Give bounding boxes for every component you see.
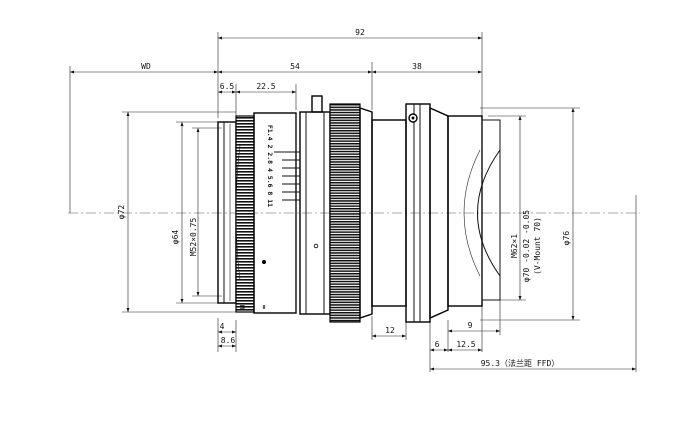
dim-diameter-72: φ72 xyxy=(117,205,126,220)
dim-body-length: 54 xyxy=(290,62,300,71)
dim-flange-6: 6 xyxy=(435,340,440,349)
dim-mount-diameter: φ70 -0.02 -0.05 xyxy=(522,210,531,282)
focus-index-dot xyxy=(262,260,266,264)
dim-working-distance: WD xyxy=(141,62,151,71)
dim-overall-length: 92 xyxy=(355,28,365,37)
infinity-mark: ∞ xyxy=(260,305,268,309)
dim-front-depth: 8.6 xyxy=(221,336,236,345)
dim-rear-depth: 9 xyxy=(468,321,473,330)
lock-screw xyxy=(311,95,323,113)
dim-mount-section: 38 xyxy=(412,62,422,71)
lens-body xyxy=(217,95,501,323)
dim-filter-thread: M52×0.75 xyxy=(189,218,198,257)
dim-mount-thread: M62×1 xyxy=(510,234,519,258)
dim-flange-12-5: 12.5 xyxy=(456,340,475,349)
dim-mount-name: (V-Mount 70) xyxy=(533,217,542,275)
dim-diameter-76: φ76 xyxy=(562,231,571,246)
dim-mount-step: 12 xyxy=(385,326,395,335)
dim-ffd: 95.3（法兰距 FFD） xyxy=(481,358,560,368)
index-mark: M xyxy=(238,305,246,309)
dim-focus-ring: 22.5 xyxy=(256,82,275,91)
dim-front-step: 6.5 xyxy=(220,82,235,91)
dim-diameter-64: φ64 xyxy=(171,230,180,245)
aperture-scale-text: F1.4 2 2.8 4 5.6 8 11 xyxy=(266,125,274,207)
extension-lines xyxy=(69,32,637,372)
dim-front-lip: 4 xyxy=(220,322,225,331)
